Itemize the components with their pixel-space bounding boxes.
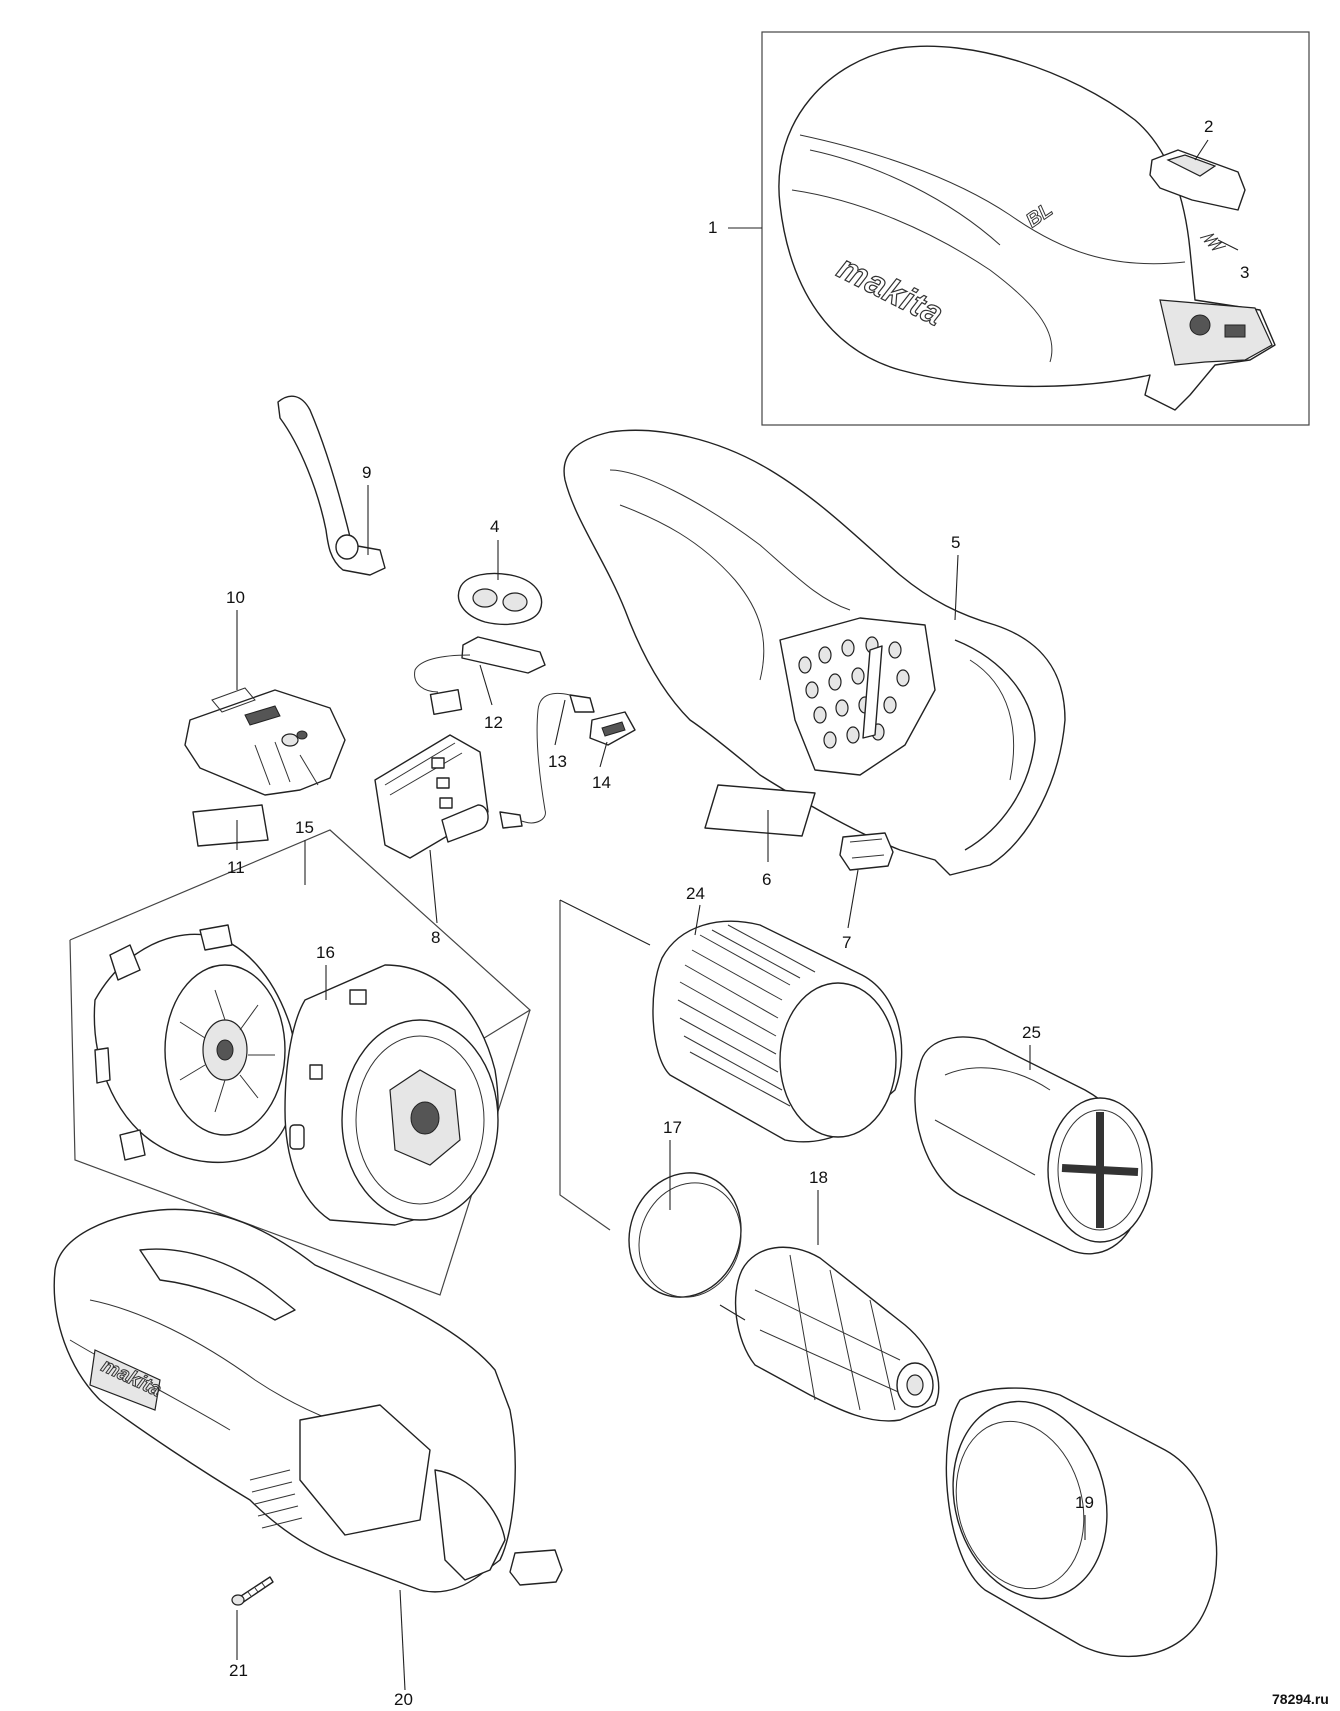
watermark: 78294.ru	[1272, 1691, 1329, 1707]
leader-lines	[236, 139, 1239, 1691]
callout-8: 8	[431, 928, 440, 947]
latch-tab	[1159, 299, 1273, 366]
part-6-label	[704, 784, 816, 837]
dust-case-body	[778, 45, 1276, 411]
callout-19: 19	[1075, 1493, 1094, 1512]
part-11-insulation-sheet	[192, 804, 269, 847]
callout-5: 5	[951, 533, 960, 552]
callout-3: 3	[1240, 263, 1249, 282]
part-10-terminal-holder	[184, 687, 346, 796]
part-25-prefilter	[914, 1036, 1153, 1255]
callout-2: 2	[1204, 117, 1213, 136]
part-3-spring	[1199, 233, 1227, 251]
callout-7: 7	[842, 933, 851, 952]
part-20-housing-half: makita	[53, 1208, 516, 1593]
callout-numbers: 1 2 3 4 5 6 7 8 9 10 11 12 13 14 15 16 1…	[226, 117, 1249, 1709]
callout-25: 25	[1022, 1023, 1041, 1042]
callout-17: 17	[663, 1118, 682, 1137]
callout-1: 1	[708, 218, 717, 237]
part-7-stopper	[839, 832, 894, 871]
callout-6: 6	[762, 870, 771, 889]
callout-10: 10	[226, 588, 245, 607]
callout-11: 11	[227, 858, 245, 877]
housing-vent-slots	[249, 1469, 303, 1529]
part-1-dust-case-assembly: makita BL	[761, 31, 1310, 426]
callout-21: 21	[229, 1661, 248, 1680]
part-13-lead-wire	[499, 692, 595, 829]
part-17-disc-filter	[628, 1172, 742, 1298]
callout-4: 4	[490, 517, 499, 536]
part-24-filter-cartridge	[652, 920, 903, 1143]
callout-14: 14	[592, 773, 611, 792]
part-20-stopper	[509, 1549, 563, 1586]
part-24-bracket-line	[559, 900, 611, 1231]
callout-12: 12	[484, 713, 503, 732]
callout-18: 18	[809, 1168, 828, 1187]
battery-label-plate	[89, 1349, 161, 1411]
latch-spring-seat	[1189, 314, 1211, 336]
part-21-screw	[231, 1576, 274, 1606]
callout-13: 13	[548, 752, 567, 771]
part-4-switch-button	[457, 572, 543, 625]
part-15-fan-housing	[93, 924, 298, 1164]
callout-24: 24	[686, 884, 705, 903]
callout-15: 15	[295, 818, 314, 837]
part-19-filter-cup	[945, 1387, 1218, 1658]
group-15-frame-top	[69, 829, 531, 1066]
part-5-housing-half	[563, 429, 1066, 876]
part-2-latch-button	[1149, 149, 1246, 211]
vent-holes	[798, 636, 910, 749]
part-8-controller	[374, 734, 489, 859]
part-12-switch-board	[414, 636, 546, 715]
part-9-strap	[277, 395, 386, 576]
part-14-terminal	[589, 711, 636, 746]
part-18-filter-cage	[734, 1246, 940, 1422]
callout-16: 16	[316, 943, 335, 962]
filter-pleats	[677, 924, 816, 1107]
part-16-motor	[284, 964, 499, 1226]
callout-20: 20	[394, 1690, 413, 1709]
callout-9: 9	[362, 463, 371, 482]
